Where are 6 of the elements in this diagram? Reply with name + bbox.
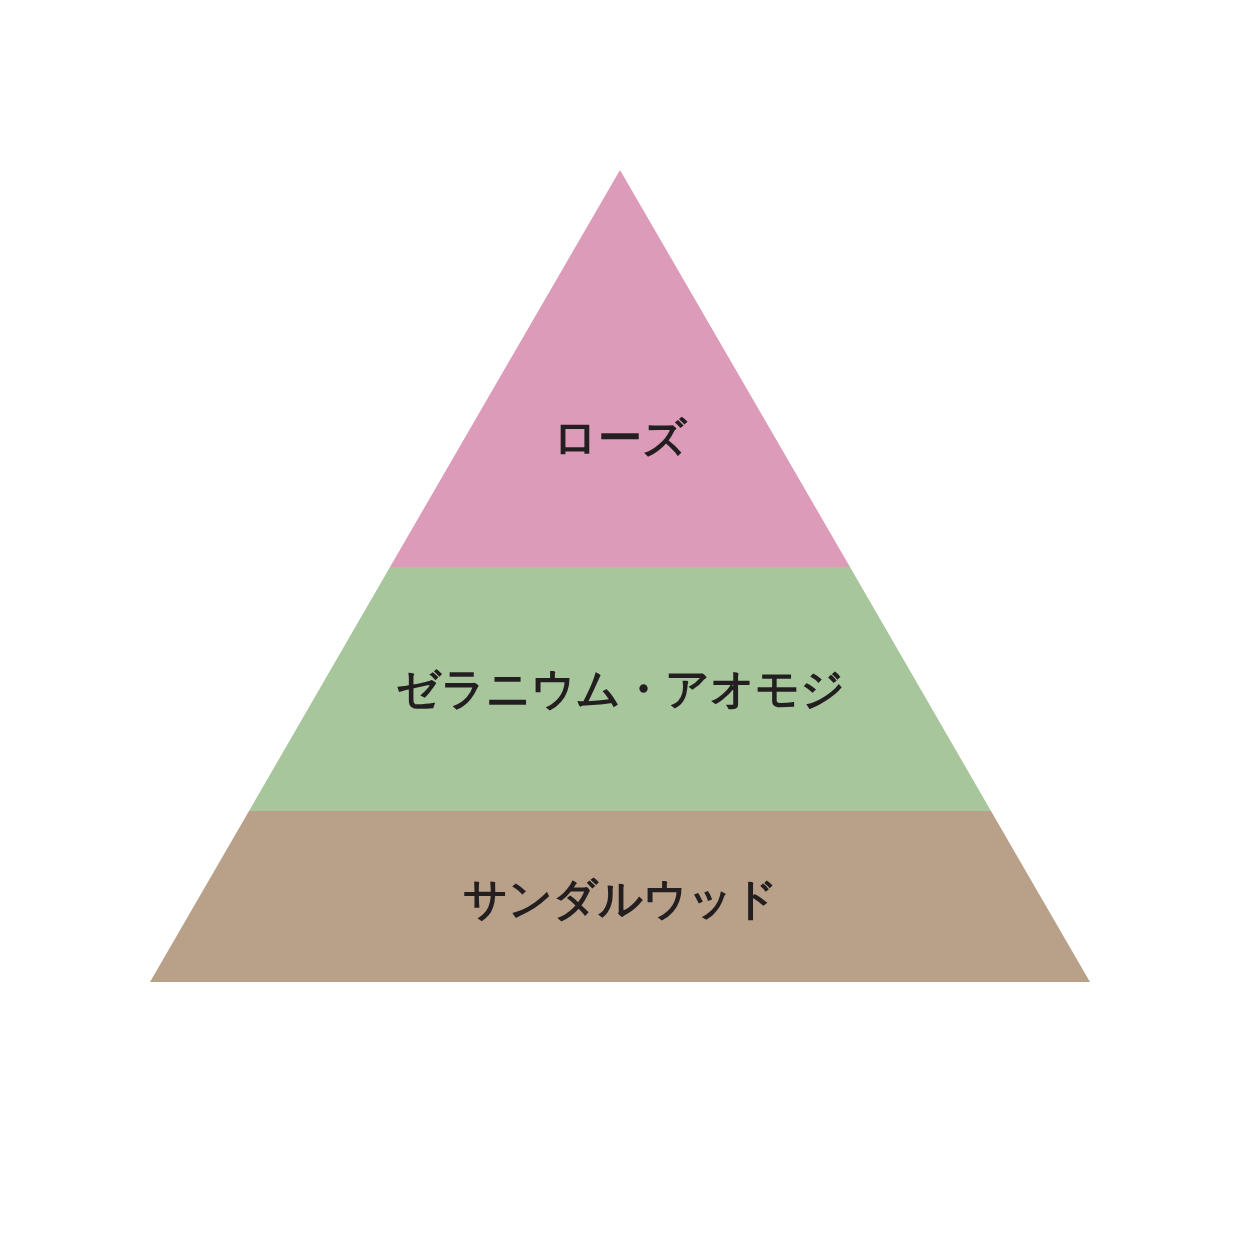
pyramid-tier xyxy=(249,567,991,811)
pyramid-tier xyxy=(390,170,850,567)
tier-label: ローズ xyxy=(552,412,689,465)
tier-label: ゼラニウム・アオモジ xyxy=(394,663,846,716)
pyramid-tier xyxy=(150,811,1090,982)
tier-label: サンダルウッド xyxy=(461,873,779,926)
